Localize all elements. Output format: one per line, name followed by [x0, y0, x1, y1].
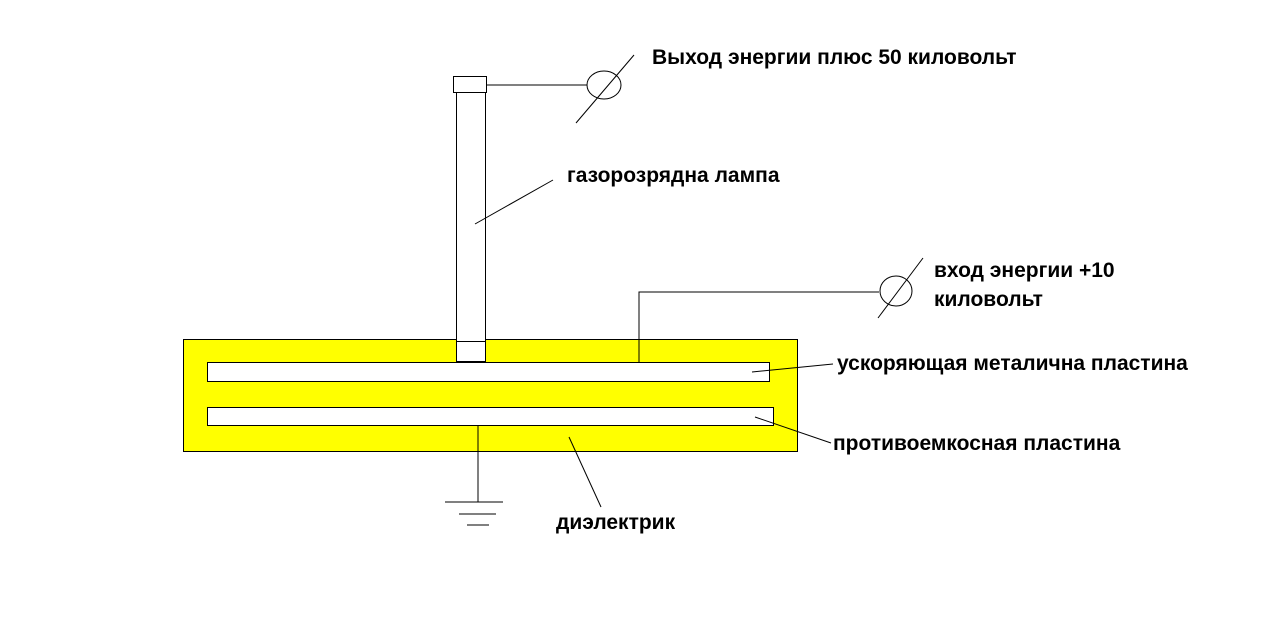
input-wire	[638, 291, 879, 362]
input-label-line-2: киловольт	[934, 288, 1043, 311]
gas-discharge-lamp	[456, 92, 486, 342]
input-terminal-slash	[877, 257, 924, 319]
dielectric-block	[183, 339, 798, 452]
dielectric-label: диэлектрик	[556, 511, 676, 534]
lamp-base	[456, 341, 486, 362]
lamp-leader-line	[474, 179, 554, 225]
output-terminal	[586, 70, 622, 100]
accel-plate-label: ускоряющая металична пластина	[837, 352, 1188, 375]
input-terminal	[879, 275, 913, 307]
dielectric-leader-line	[568, 436, 602, 508]
input-label-line-1: вход энергии +10	[934, 259, 1115, 282]
counter-capacitance-plate	[207, 407, 774, 426]
counter-plate-leader-line	[754, 416, 832, 444]
lamp-label: газорозрядна лампа	[567, 164, 780, 187]
output-terminal-slash	[575, 54, 635, 124]
output-label: Выход энергии плюс 50 киловольт	[652, 46, 1017, 69]
counter-plate-label: противоемкосная пластина	[833, 432, 1121, 455]
accel-plate-leader-line	[751, 363, 834, 373]
lamp-cap	[453, 76, 487, 93]
accelerating-plate	[207, 362, 770, 382]
